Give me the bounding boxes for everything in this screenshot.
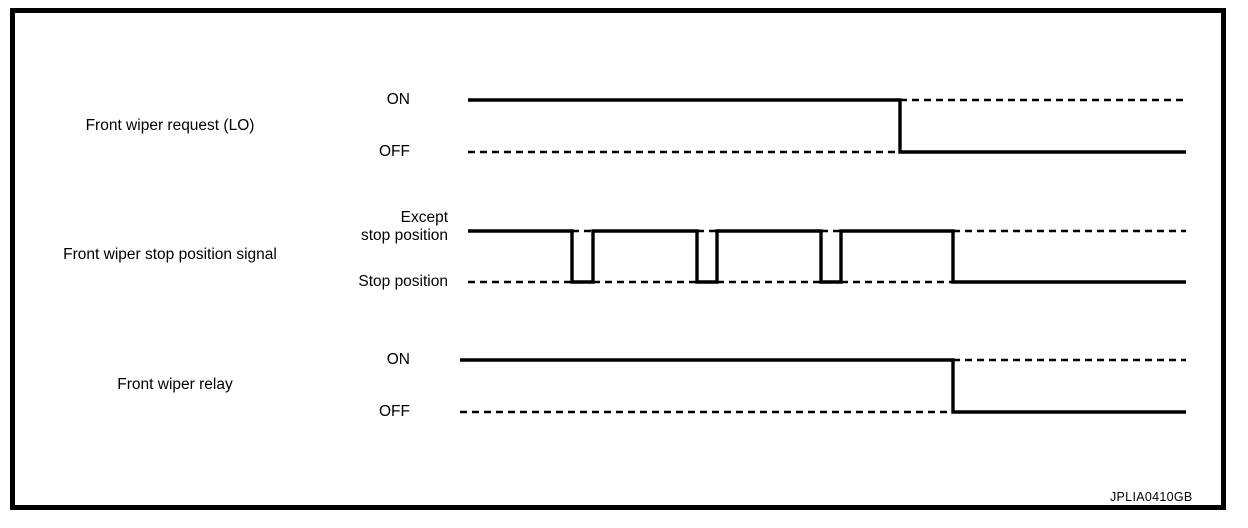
level-label-on-row1: ON [386,91,410,108]
level-label-off-row1: OFF [379,143,410,160]
level-label-off-row3: OFF [379,403,410,420]
level-label-on-row3: ON [386,351,410,368]
level-label-except-line1: Except [400,209,448,226]
level-label-except-line2: stop position [360,227,448,245]
level-label-stop-position: Stop position [358,273,448,290]
figure-border [10,8,1226,510]
level-label-except-stop-position: Except stop position [290,209,448,246]
figure-code-label: JPLIA0410GB [1110,490,1193,504]
signal-name-front-wiper-stop-position-signal: Front wiper stop position signal [63,246,277,263]
signal-name-front-wiper-request-lo: Front wiper request (LO) [85,117,255,134]
signal-name-front-wiper-relay: Front wiper relay [117,376,233,393]
